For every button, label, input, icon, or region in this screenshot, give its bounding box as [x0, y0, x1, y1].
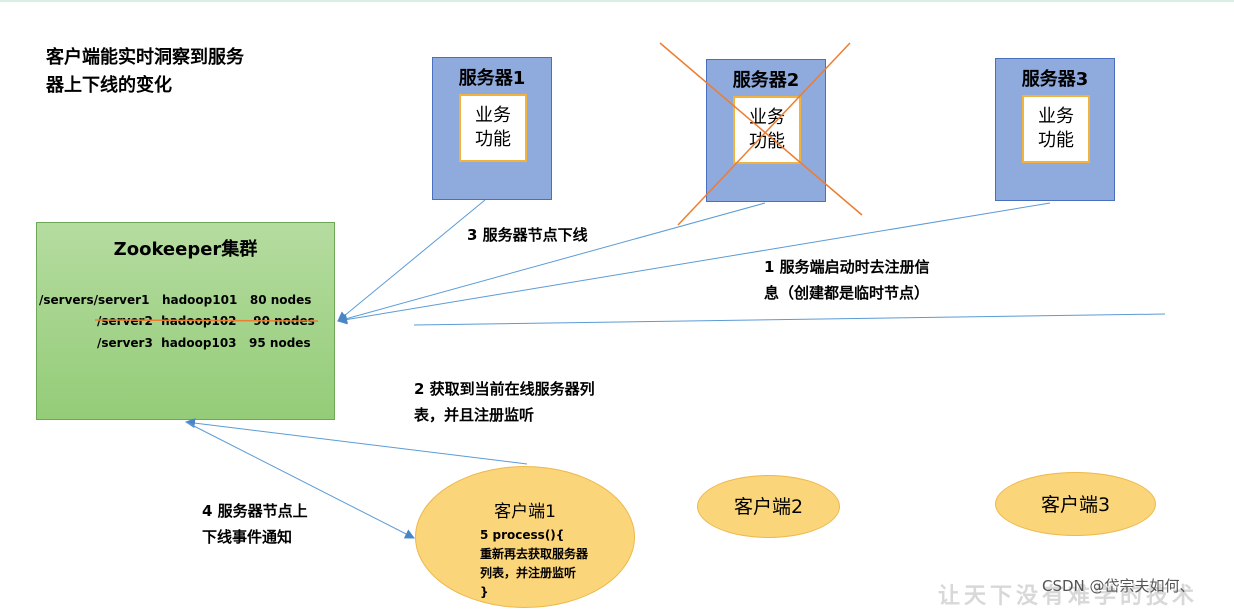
client-2-title: 客户端2 [733, 496, 804, 518]
server-3-func-line2: 功能 [1038, 130, 1074, 151]
server-3-title: 服务器3 [1021, 69, 1089, 90]
server-2-func-line1: 业务 [749, 107, 785, 128]
zookeeper-title: Zookeeper集群 [113, 239, 258, 260]
divider-line [413, 313, 1166, 326]
arrow-server3-to-zk [337, 202, 1051, 325]
server-1-title: 服务器1 [458, 68, 526, 89]
client-1-process-line1: 5 process(){ [480, 528, 565, 542]
client-1-process-block: 5 process(){ 重新再去获取服务器 列表，并注册监听 } [480, 526, 634, 602]
server-1-business-box: 业务 功能 [459, 94, 527, 162]
client-1-process-line4: } [480, 585, 489, 599]
note-step4-line1: 4 服务器节点上 [202, 502, 308, 520]
client-1-process-line3: 列表，并注册监听 [480, 566, 577, 580]
zk-node-row-server3: /server3 hadoop103 95 nodes [97, 336, 311, 350]
server-1-box: 服务器1 业务 功能 [432, 57, 552, 200]
client-2-ellipse: 客户端2 [697, 475, 840, 538]
client-3-ellipse: 客户端3 [995, 472, 1156, 536]
note-step1-line2: 息（创建都是临时节点） [764, 284, 930, 302]
server-3-business-box: 业务 功能 [1022, 95, 1090, 163]
top-border-line [0, 0, 1234, 2]
note-step1-line1: 1 服务端启动时去注册信 [764, 258, 930, 276]
client-1-ellipse: 客户端1 5 process(){ 重新再去获取服务器 列表，并注册监听 } [415, 466, 635, 608]
arrow-server1-to-zk [337, 199, 486, 322]
note-step4-line2: 下线事件通知 [202, 528, 293, 546]
note-step3: 3 服务器节点下线 [467, 226, 588, 244]
server2-cross-line-a [659, 42, 863, 216]
note-step2: 2 获取到当前在线服务器列 表，并且注册监听 [414, 376, 595, 428]
server-3-box: 服务器3 业务 功能 [995, 58, 1115, 201]
note-step2-line1: 2 获取到当前在线服务器列 [414, 380, 595, 398]
heading-line-2: 器上下线的变化 [46, 75, 172, 96]
zk-node-row-server1: /servers/server1 hadoop101 80 nodes [39, 293, 312, 307]
arrow-client1-to-zk [185, 418, 528, 465]
server2-cross-line-b [677, 42, 851, 226]
server-2-func-line2: 功能 [749, 131, 785, 152]
server-1-func-line1: 业务 [475, 105, 511, 126]
client-3-title: 客户端3 [1040, 494, 1111, 516]
client-1-process-line2: 重新再去获取服务器 [480, 547, 589, 561]
arrow-server2-to-zk [337, 202, 766, 324]
server2-strike-line [94, 319, 319, 322]
server-2-title: 服务器2 [732, 70, 800, 91]
server-3-func-line1: 业务 [1038, 106, 1074, 127]
diagram-heading: 客户端能实时洞察到服务 器上下线的变化 [46, 44, 244, 100]
note-step4: 4 服务器节点上 下线事件通知 [202, 498, 308, 550]
client-1-title: 客户端1 [494, 502, 556, 522]
csdn-credit: CSDN @岱宗夫如何、 [1042, 577, 1195, 595]
arrow-zk-to-client1 [185, 421, 415, 539]
note-step2-line2: 表，并且注册监听 [414, 406, 535, 424]
zookeeper-cluster-box: Zookeeper集群 /servers/server1 hadoop101 8… [36, 222, 335, 420]
server-1-func-line2: 功能 [475, 129, 511, 150]
note-step1: 1 服务端启动时去注册信 息（创建都是临时节点） [764, 254, 930, 306]
heading-line-1: 客户端能实时洞察到服务 [46, 47, 244, 68]
